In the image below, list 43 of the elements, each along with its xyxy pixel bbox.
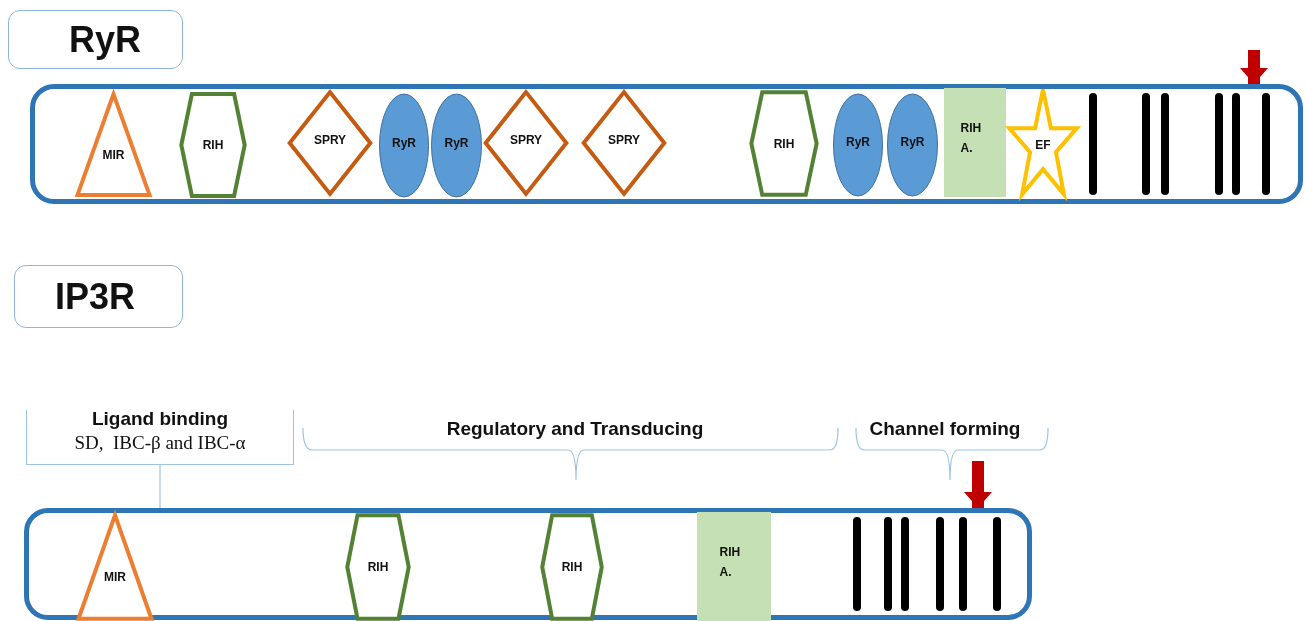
domain-label: SPRY <box>509 132 543 150</box>
title-box <box>14 265 183 328</box>
domain-label: RIH <box>202 137 224 155</box>
domain-label: RIH A. <box>960 120 983 157</box>
hexagon-domain <box>180 92 246 198</box>
domain-label: RyR <box>392 134 416 152</box>
domain-label: EF <box>1035 137 1051 155</box>
domain-label: RyR <box>846 134 870 152</box>
domain-label: SPRY <box>607 132 641 150</box>
hexagon-domain <box>346 513 410 621</box>
domain-bracket <box>26 410 294 465</box>
hexagon-domain <box>750 90 818 197</box>
hexagon-domain <box>541 513 603 621</box>
domain-label: RIH <box>773 135 795 153</box>
protein-bar <box>24 508 1032 620</box>
domain-label: RyR <box>444 134 469 152</box>
oval-domain <box>887 93 938 197</box>
oval-domain <box>379 93 429 198</box>
domain-label: SPRY <box>313 132 347 150</box>
diamond-domain <box>288 90 372 196</box>
title-text: IP3R <box>55 275 136 318</box>
region-heading: Regulatory and Transducing <box>445 418 705 440</box>
domain-label: RIH A. <box>719 544 742 581</box>
arrow <box>1240 50 1268 84</box>
region-heading: Channel forming <box>868 418 1022 440</box>
domain-label: RIH <box>561 559 583 577</box>
title-text: RyR <box>69 18 142 61</box>
protein-bar <box>30 84 1303 204</box>
star-domain <box>1007 86 1079 200</box>
domain-label: MIR <box>104 569 126 587</box>
domain-label: RyR <box>900 134 925 152</box>
title-box <box>8 10 183 69</box>
rectangle-domain <box>697 512 771 621</box>
diamond-domain <box>582 90 666 196</box>
leader-line <box>159 464 161 509</box>
region-heading: Ligand binding <box>91 408 229 430</box>
domain-label: RIH <box>367 559 389 577</box>
arrow <box>964 461 992 508</box>
oval-domain <box>833 93 883 197</box>
diamond-domain <box>484 90 568 196</box>
oval-domain <box>431 93 482 198</box>
rectangle-domain <box>944 88 1006 197</box>
region-subtext: SD, IBC-β and IBC-α <box>74 432 246 454</box>
